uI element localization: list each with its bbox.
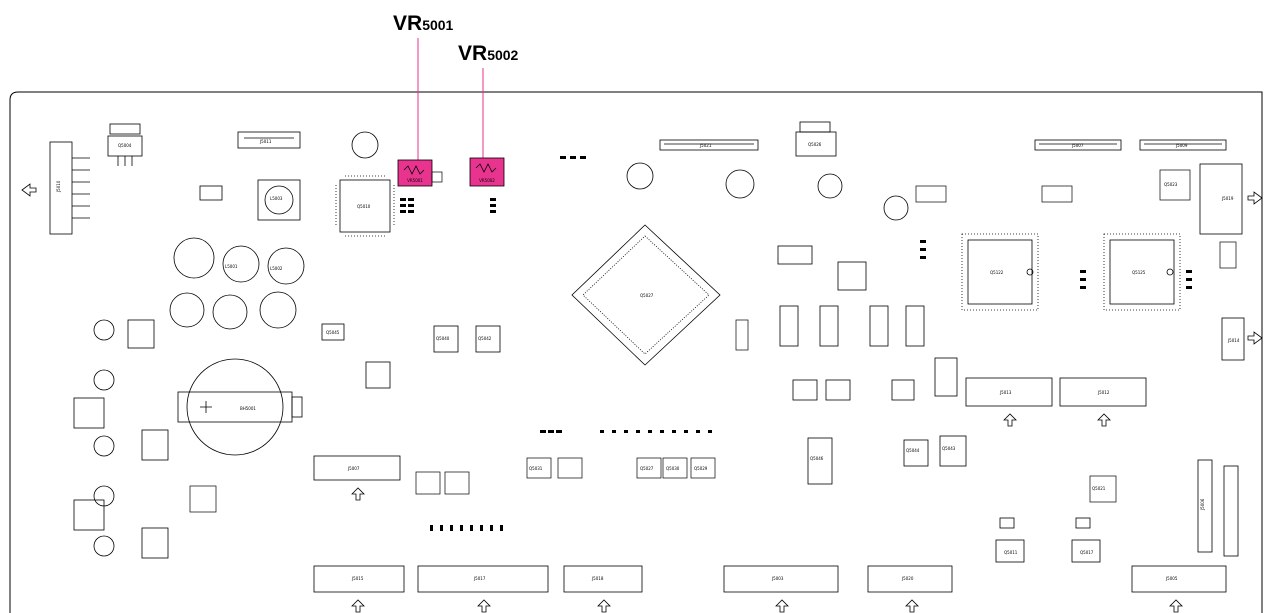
callout-label-vr5002: VR5002 [458,42,519,65]
q5031-label: Q5031 [529,466,543,471]
q5029-label: Q5029 [694,466,708,471]
board-outline [9,91,1263,613]
battery-holder-bh5001 [177,358,303,456]
transformer-l5003 [199,179,301,221]
j5013-label: J5013 [999,390,1012,395]
q5122-label: Q5122 [990,270,1004,275]
j5019-label: J5019 [1221,196,1234,201]
transistor-q5011 [995,517,1025,563]
q5125-label: Q5125 [1132,270,1146,275]
vr5002-highlight: VR5002 [469,157,505,187]
q5027b-label: Q5027 [640,466,654,471]
connector-j5011 [237,131,301,149]
capacitor-group-center [626,162,909,221]
connector-j5017 [417,565,549,613]
connector-j5007b [313,455,401,501]
j5011-label: J5011 [259,139,272,144]
connector-j5019 [1199,163,1263,235]
l5002-label: L5002 [270,266,283,271]
vr5001-highlight: VR5001 [397,159,433,187]
q5040-label: Q5040 [436,336,450,341]
connector-j5005 [1131,565,1227,613]
smd-pad-texture [400,156,1192,531]
j5005-label: J5005 [1165,576,1178,581]
q5026-label: Q5026 [808,142,822,147]
q5010-label: Q5010 [357,204,371,209]
bh5001-label: BH5001 [240,406,256,411]
l5003-label: L5003 [270,196,283,201]
q5011-label: Q5011 [1004,550,1018,555]
connector-j5012 [1059,377,1147,427]
q5017-label: Q5017 [1080,550,1094,555]
j5003-label: J5003 [771,576,784,581]
connector-j5009 [1139,139,1227,151]
capacitor-group-left [169,237,305,330]
callout-label-vr5001: VR5001 [393,12,454,35]
ic-q5027 [571,224,721,366]
j5015-label: J5015 [351,576,364,581]
q5030-label: Q5030 [666,466,680,471]
vr5002-label: VR5002 [479,178,495,183]
q5026-transistor [795,121,837,157]
connector-j5015 [313,565,405,613]
j5007-label: J5007 [1071,143,1084,148]
connector-j5007 [1034,139,1122,151]
j5018-label: J5018 [591,576,604,581]
ic-q5122 [961,233,1039,311]
q5043-label: Q5043 [942,446,956,451]
j5010-label: J5010 [56,180,61,193]
q5021-label: Q5021 [1092,486,1106,491]
q5045-label: Q5045 [326,330,340,335]
connector-j5018 [563,565,643,613]
q5046-label: Q5046 [810,456,824,461]
j5012-label: J5012 [1097,390,1110,395]
misc-ic-clusters [189,169,1237,513]
smd-row-group [415,457,716,495]
connector-j5014 [1221,317,1263,361]
vr5001-label: VR5001 [407,178,423,183]
j5006-label: J5006 [1200,498,1205,511]
connector-j5013 [965,377,1053,427]
transistor-q5017 [1071,517,1101,563]
connector-j5010 [21,141,90,235]
j5009-label: J5009 [1175,143,1188,148]
j5017-label: J5017 [473,576,486,581]
q5023-label: Q5023 [1164,182,1178,187]
l5001-label: L5001 [225,264,238,269]
connector-j5020 [867,565,953,613]
left-column-parts [73,319,169,559]
q5042-label: Q5042 [478,336,492,341]
q5044-label: Q5044 [906,448,920,453]
j5021-label: J5021 [699,143,712,148]
ic-q5125 [1103,233,1181,311]
soic-group [321,245,967,485]
q5004-transistor [107,123,143,166]
connector-j5006 [1197,459,1239,557]
connector-j5021 [659,139,759,151]
j5014-label: J5014 [1227,338,1240,343]
q5004-label: Q5004 [118,143,132,148]
q5027-label: Q5027 [640,293,654,298]
j5020-label: J5020 [901,576,914,581]
j5007b-label: J5007 [347,466,360,471]
connector-j5003 [723,565,839,613]
ic-q5010 [335,131,395,237]
